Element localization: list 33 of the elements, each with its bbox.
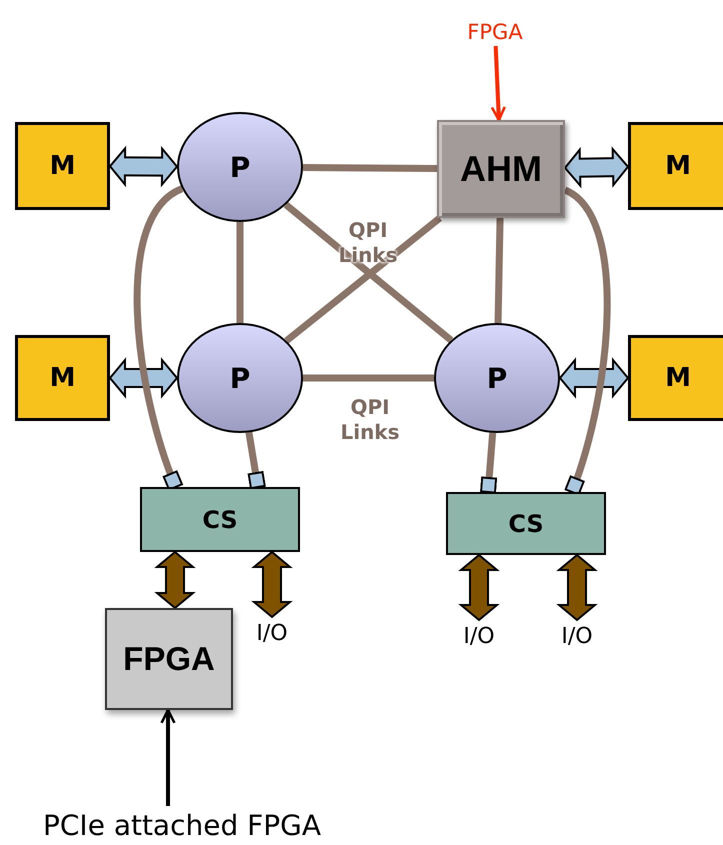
- rect-node: CS: [140, 487, 300, 552]
- double-arrow: [556, 554, 598, 622]
- arrow: [160, 708, 176, 806]
- label-text: PCIe attached FPGA: [2, 806, 362, 844]
- square-node: M: [628, 335, 723, 421]
- square-node: M: [15, 335, 110, 421]
- double-arrow: [154, 550, 196, 610]
- link-line: [284, 202, 454, 344]
- ellipse-node: P: [434, 323, 560, 433]
- rect-node: FPGA: [105, 608, 233, 710]
- link-line: [236, 222, 244, 323]
- label-text: I/O: [551, 620, 603, 652]
- label-text: I/O: [453, 620, 505, 652]
- double-arrow: [108, 146, 178, 188]
- label-text: FPGA: [440, 18, 550, 46]
- rect-node: CS: [446, 492, 606, 555]
- ellipse-node: P: [177, 112, 303, 222]
- double-arrow: [108, 357, 178, 399]
- bevel-box-node: AHM: [437, 120, 565, 218]
- arrow: [490, 46, 506, 122]
- link-line: [494, 218, 504, 324]
- double-arrow: [458, 554, 500, 622]
- double-arrow: [564, 146, 630, 188]
- link-label: QPI Links: [339, 395, 401, 445]
- label-text: I/O: [246, 617, 298, 649]
- square-node: M: [15, 122, 110, 210]
- double-arrow: [558, 357, 630, 399]
- link-line: [303, 374, 434, 382]
- double-arrow: [251, 550, 293, 618]
- ellipse-node: P: [177, 323, 303, 433]
- link-line: [284, 215, 442, 344]
- square-node: M: [628, 122, 723, 210]
- link-line: [302, 164, 438, 172]
